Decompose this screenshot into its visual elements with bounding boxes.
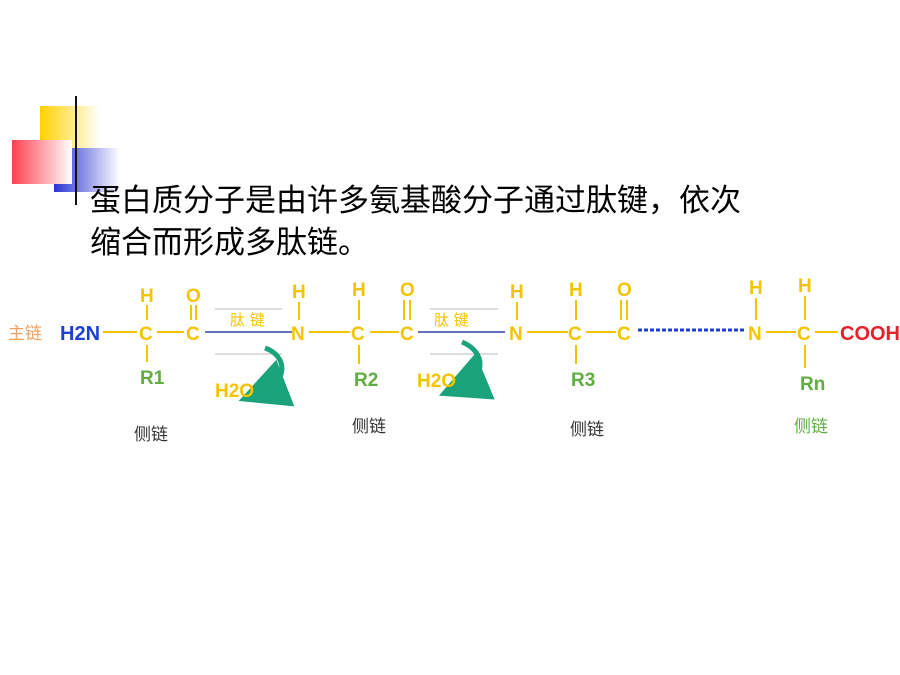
peptide-bond-label-1: 肽 键 — [230, 311, 265, 329]
atom-n-3: N — [509, 324, 523, 345]
r-group-2: R2 — [354, 370, 378, 391]
atom-h-1: H — [140, 286, 154, 307]
atom-h-n-alpha: H — [798, 276, 812, 297]
cooh-group: COOH — [840, 323, 900, 345]
atom-n-2: N — [291, 324, 305, 345]
polypeptide-chain-diagram: 主链 H2N H C R1 O C 肽 键 H2O H N H C R2 O C… — [8, 276, 900, 445]
atom-o-3: O — [617, 280, 632, 301]
r-group-3: R3 — [571, 370, 595, 391]
atom-c-carbonyl-2: C — [400, 324, 414, 345]
atom-c-alpha-1: C — [139, 324, 153, 345]
atom-c-alpha-3: C — [568, 324, 582, 345]
water-1: H2O — [215, 381, 254, 402]
decorative-corner-graphic — [12, 96, 900, 205]
water-2: H2O — [417, 371, 456, 392]
water-arrow-2 — [438, 339, 495, 400]
side-chain-label-3: 侧链 — [570, 420, 604, 440]
r-group-n: Rn — [800, 374, 825, 395]
title-line-2: 缩合而形成多肽链。 — [90, 225, 369, 261]
atom-h-n-2: H — [292, 282, 306, 303]
atom-h-n-n: H — [749, 278, 763, 299]
slide-title: 蛋白质分子是由许多氨基酸分子通过肽键，依次 缩合而形成多肽链。 — [90, 180, 870, 264]
atom-h-n-3: H — [510, 282, 524, 303]
main-chain-label: 主链 — [8, 324, 42, 344]
side-chain-label-2: 侧链 — [352, 417, 386, 437]
atom-c-carbonyl-3: C — [617, 324, 631, 345]
atom-c-carbonyl-1: C — [186, 324, 200, 345]
h2n-group: H2N — [60, 323, 100, 345]
side-chain-label-1: 侧链 — [134, 425, 168, 445]
water-arrow-1 — [238, 345, 295, 407]
atom-h-2: H — [352, 280, 366, 301]
atom-n-n: N — [748, 324, 762, 345]
r-group-1: R1 — [140, 368, 165, 389]
deco-red-square — [12, 140, 72, 184]
peptide-bond-label-2: 肽 键 — [434, 311, 469, 329]
atom-c-alpha-2: C — [351, 324, 365, 345]
atom-h-3: H — [569, 280, 583, 301]
atom-c-alpha-n: C — [797, 324, 811, 345]
side-chain-label-n: 侧链 — [794, 417, 828, 437]
atom-o-2: O — [400, 280, 415, 301]
title-line-1: 蛋白质分子是由许多氨基酸分子通过肽键，依次 — [90, 183, 741, 219]
atom-o-1: O — [186, 286, 201, 307]
